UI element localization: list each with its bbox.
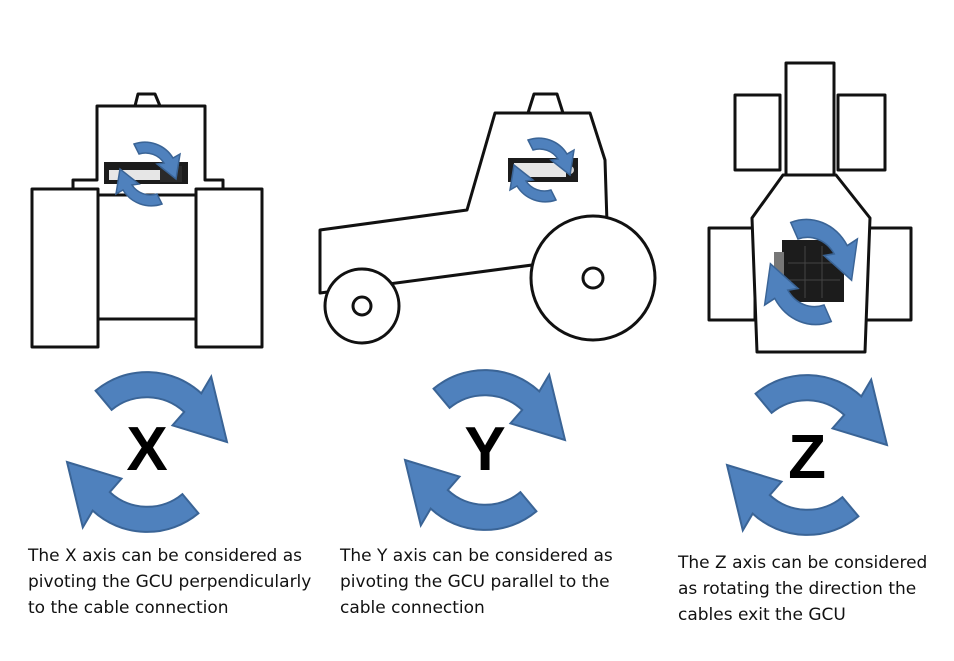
x-axis-rotation-symbol: X bbox=[66, 371, 229, 533]
tractor-side-view bbox=[318, 92, 657, 345]
z-axis-rotation-symbol: Z bbox=[726, 374, 888, 536]
y-axis-caption: The Y axis can be considered as pivoting… bbox=[340, 546, 613, 618]
y-axis-rotation-symbol: Y bbox=[404, 369, 566, 531]
axis-letter: Y bbox=[464, 415, 505, 484]
x-axis-caption: The X axis can be considered as pivoting… bbox=[28, 546, 312, 618]
rear-axle-housing bbox=[93, 193, 202, 321]
hood bbox=[784, 61, 836, 177]
roof-beacon bbox=[133, 92, 162, 108]
right-front-wheel bbox=[836, 93, 887, 172]
roof-beacon bbox=[526, 92, 565, 115]
left-rear-wheel bbox=[707, 226, 757, 322]
right-rear-wheel bbox=[863, 226, 913, 322]
rear-hub bbox=[581, 266, 605, 290]
axis-letter: X bbox=[126, 415, 167, 484]
right-rear-wheel bbox=[194, 187, 264, 349]
z-axis-caption: The Z axis can be considered as rotating… bbox=[678, 553, 928, 625]
left-front-wheel bbox=[733, 93, 782, 172]
front-hub bbox=[351, 295, 373, 317]
tractor-rear-view bbox=[30, 92, 264, 349]
axis-letter: Z bbox=[788, 423, 826, 492]
left-rear-wheel bbox=[30, 187, 100, 349]
